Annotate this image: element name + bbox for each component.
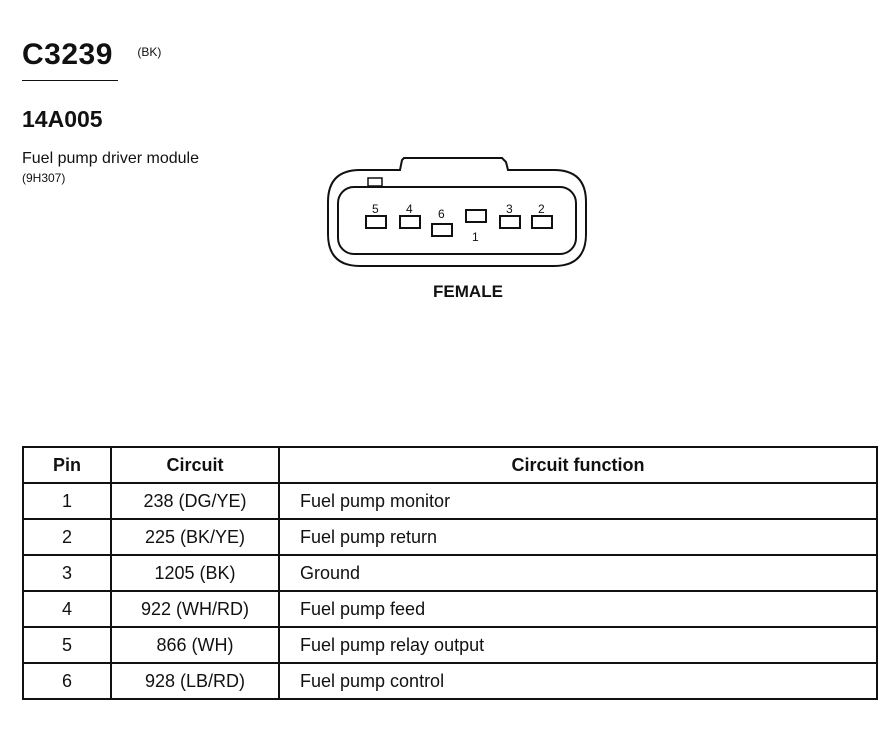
function-cell: Ground [278,554,878,592]
pin-cavity-2 [531,215,553,229]
pin-label-5: 5 [372,202,379,216]
table-row: 2 225 (BK/YE) Fuel pump return [22,518,878,556]
table-row: 4 922 (WH/RD) Fuel pump feed [22,590,878,628]
connector-color: (BK) [137,45,162,59]
function-cell: Fuel pump monitor [278,482,878,520]
table-row: 1 238 (DG/YE) Fuel pump monitor [22,482,878,520]
function-cell: Fuel pump control [278,662,878,700]
pin-cell: 1 [22,482,112,520]
pin-label-3: 3 [506,202,513,216]
component-description: Fuel pump driver module (9H307) [22,149,222,188]
pin-cavity-1 [465,209,487,223]
function-cell: Fuel pump feed [278,590,878,628]
pin-cavity-5 [365,215,387,229]
pin-label-4: 4 [406,202,413,216]
pin-label-2: 2 [538,202,545,216]
circuit-cell: 225 (BK/YE) [110,518,280,556]
header-circuit: Circuit [110,446,280,484]
connector-outer-housing [327,157,587,267]
function-cell: Fuel pump return [278,518,878,556]
pin-cell: 5 [22,626,112,664]
connector-inner-face [337,186,577,255]
table-row: 5 866 (WH) Fuel pump relay output [22,626,878,664]
circuit-cell: 928 (LB/RD) [110,662,280,700]
description-part-number: (9H307) [22,171,66,185]
function-cell: Fuel pump relay output [278,626,878,664]
connector-id: C3239 [22,38,113,71]
pin-cavity-6 [431,223,453,237]
table-row: 6 928 (LB/RD) Fuel pump control [22,662,878,700]
pin-cavity-3 [499,215,521,229]
part-number: 14A005 [22,106,103,132]
pin-label-1: 1 [472,230,479,244]
circuit-cell: 238 (DG/YE) [110,482,280,520]
connector-header: C3239 (BK) [22,38,162,81]
pin-table: Pin Circuit Circuit function 1 238 (DG/Y… [22,446,878,700]
pin-table-header: Pin Circuit Circuit function [22,446,878,484]
connector-face-diagram: 5 4 6 1 3 2 [327,157,587,267]
header-circuit-function: Circuit function [278,446,878,484]
pin-cavity-4 [399,215,421,229]
pin-cell: 6 [22,662,112,700]
header-pin: Pin [22,446,112,484]
connector-view-label: FEMALE [433,282,503,301]
circuit-cell: 1205 (BK) [110,554,280,592]
circuit-cell: 922 (WH/RD) [110,590,280,628]
connector-key [367,177,383,187]
pin-cell: 3 [22,554,112,592]
description-text: Fuel pump driver module [22,150,199,167]
pin-cell: 4 [22,590,112,628]
header-underline [22,80,118,81]
pin-label-6: 6 [438,207,445,221]
circuit-cell: 866 (WH) [110,626,280,664]
pin-cell: 2 [22,518,112,556]
table-row: 3 1205 (BK) Ground [22,554,878,592]
